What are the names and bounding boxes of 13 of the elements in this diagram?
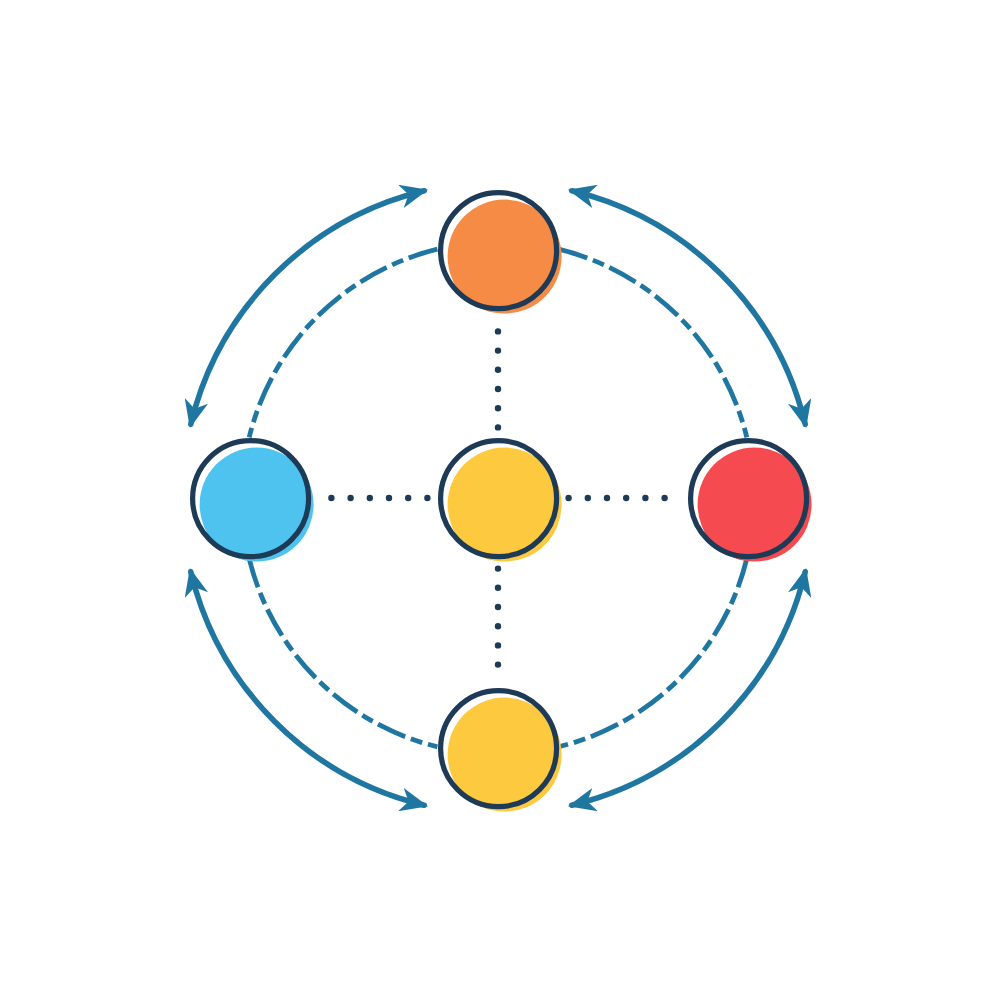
dashed-arc [557, 557, 750, 750]
dashed-arc [557, 246, 750, 439]
circle-node [687, 437, 817, 567]
double-headed-arrow [186, 568, 428, 810]
double-headed-arrow [186, 186, 428, 428]
double-headed-arrow [568, 186, 810, 428]
circle-node [437, 687, 567, 817]
circle-node [189, 437, 319, 567]
double-headed-arrow [568, 568, 810, 810]
dashed-arc [246, 557, 439, 750]
circle-node [437, 189, 567, 319]
dashed-arc [246, 246, 439, 439]
circle-node [437, 437, 567, 567]
